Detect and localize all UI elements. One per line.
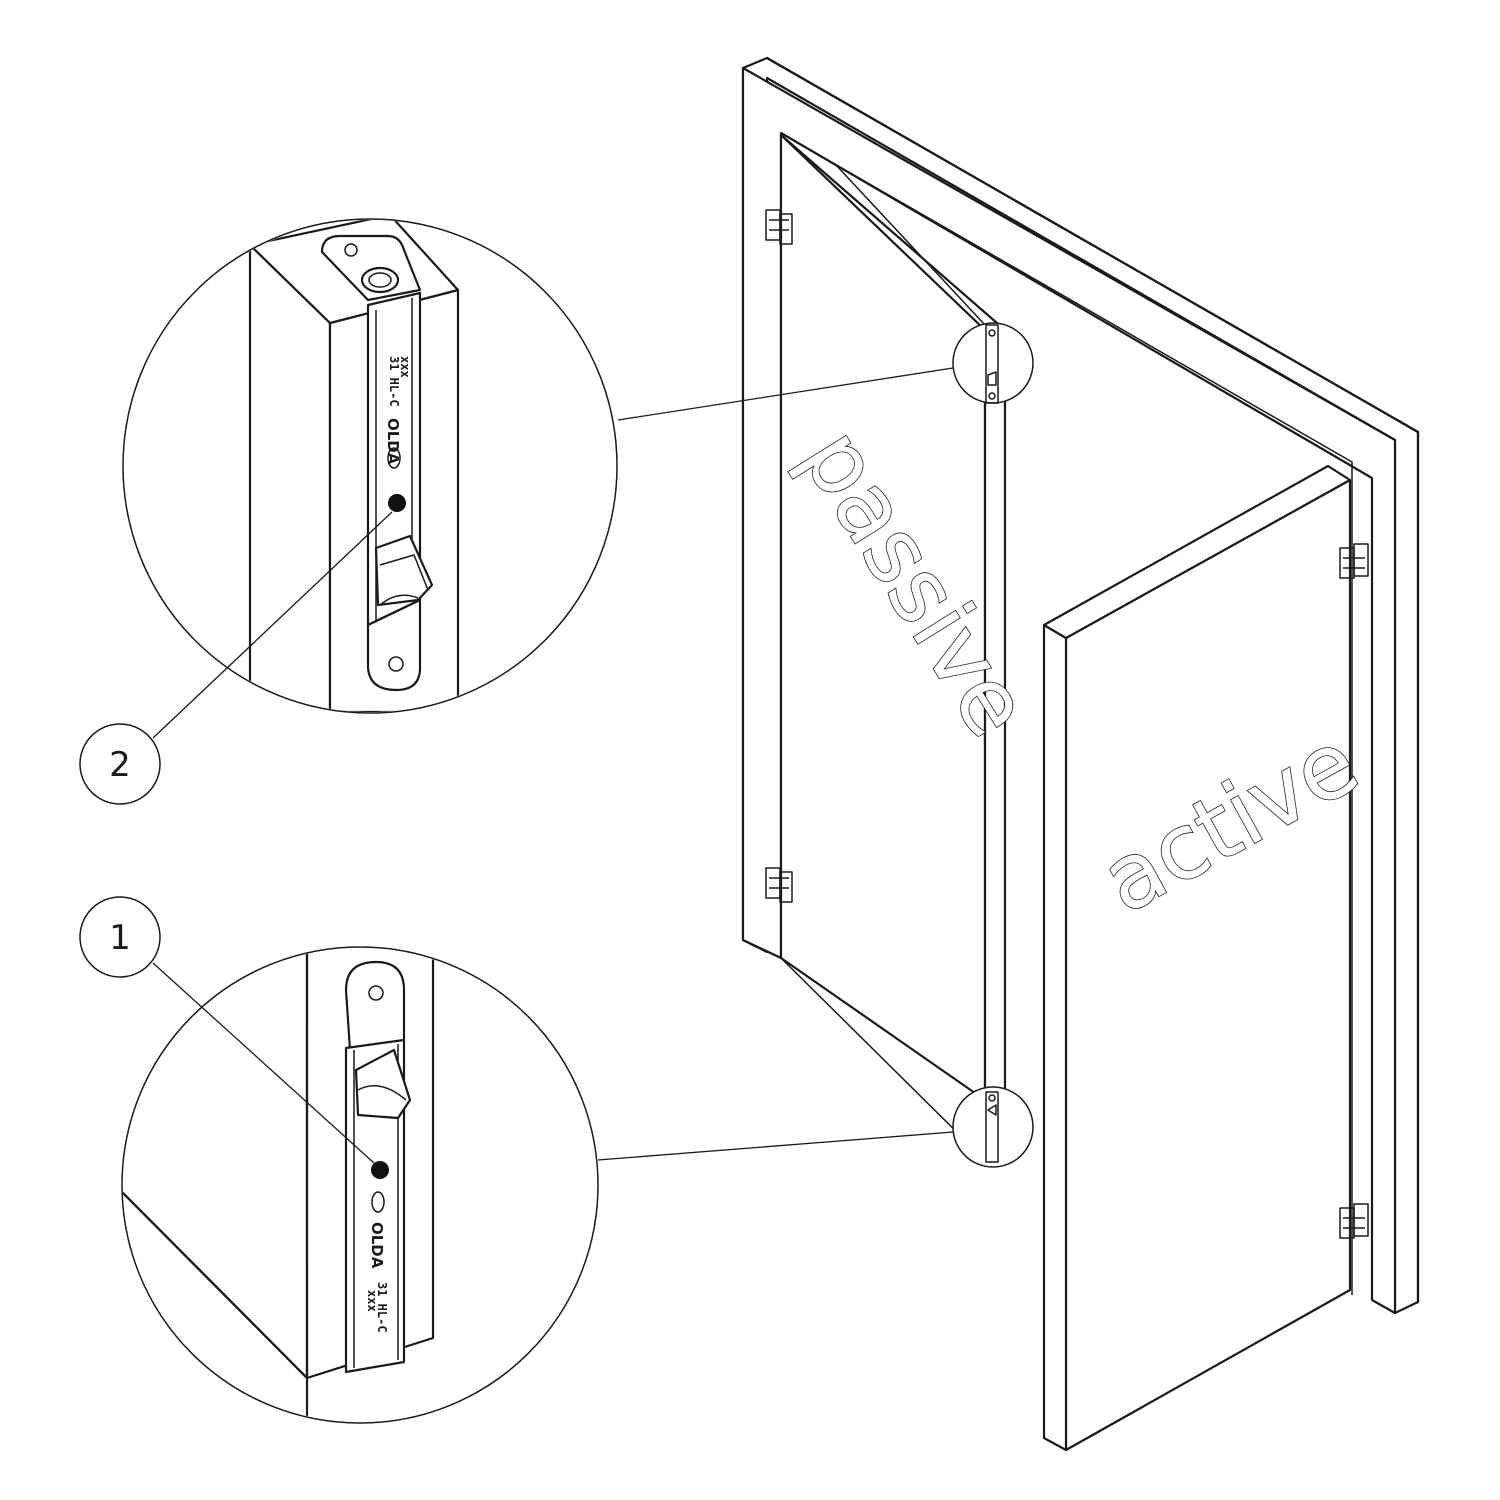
hinge-icon bbox=[765, 209, 793, 245]
door-frame bbox=[741, 56, 1420, 1315]
passive-door-bottom-diagonal bbox=[780, 957, 986, 1161]
callout-2: 2 bbox=[79, 723, 161, 805]
frame-top-strip bbox=[741, 66, 1397, 1315]
callout-leader-1 bbox=[152, 962, 375, 1164]
passive-door-top-edge bbox=[779, 133, 1007, 332]
callout-number-2: 2 bbox=[109, 745, 131, 785]
passive-door-diagonal bbox=[835, 164, 986, 326]
bottom-bolt-location bbox=[952, 1086, 1034, 1168]
bottom-bolt-marker bbox=[952, 1086, 1034, 1168]
brand-logo-icon bbox=[371, 1191, 385, 1213]
bolt-code-text: xxx bbox=[365, 1290, 379, 1312]
callout-1: 1 bbox=[79, 896, 161, 978]
callout-leader-2 bbox=[152, 511, 393, 739]
active-door-face bbox=[1064, 478, 1352, 1452]
top-bolt-location bbox=[952, 322, 1034, 404]
detail-circle-top: 31 HL-C xxx OLDA bbox=[122, 218, 618, 714]
active-door-top bbox=[1042, 464, 1352, 640]
bolt-model-text: 31 HL-C bbox=[387, 356, 401, 407]
bolt-model-text: 31 HL-C bbox=[375, 1282, 389, 1333]
hinge-icon bbox=[1339, 1203, 1369, 1239]
hinge-icon bbox=[765, 867, 793, 903]
top-bolt-marker bbox=[952, 322, 1034, 404]
passive-door-leaf: passive bbox=[779, 133, 1051, 1161]
leader-line-bottom bbox=[597, 1131, 954, 1161]
bolt-brand-text: OLDA bbox=[368, 1222, 386, 1269]
hinges bbox=[765, 209, 1369, 1239]
brand-logo-icon bbox=[387, 447, 401, 469]
hinge-icon bbox=[1339, 543, 1369, 579]
leader-line-top bbox=[617, 367, 954, 421]
bolt-code-text: xxx bbox=[398, 356, 412, 378]
point-marker-1 bbox=[371, 1161, 389, 1179]
detail-circle-bottom: OLDA 31 HL-C xxx bbox=[121, 946, 599, 1424]
callout-number-1: 1 bbox=[109, 918, 131, 958]
active-door-leaf: active bbox=[1042, 464, 1376, 1452]
active-door-edge bbox=[1042, 623, 1068, 1452]
frame-top-edge bbox=[765, 56, 1420, 434]
point-marker-2 bbox=[388, 494, 406, 512]
frame-rebate-line bbox=[780, 132, 1353, 1295]
